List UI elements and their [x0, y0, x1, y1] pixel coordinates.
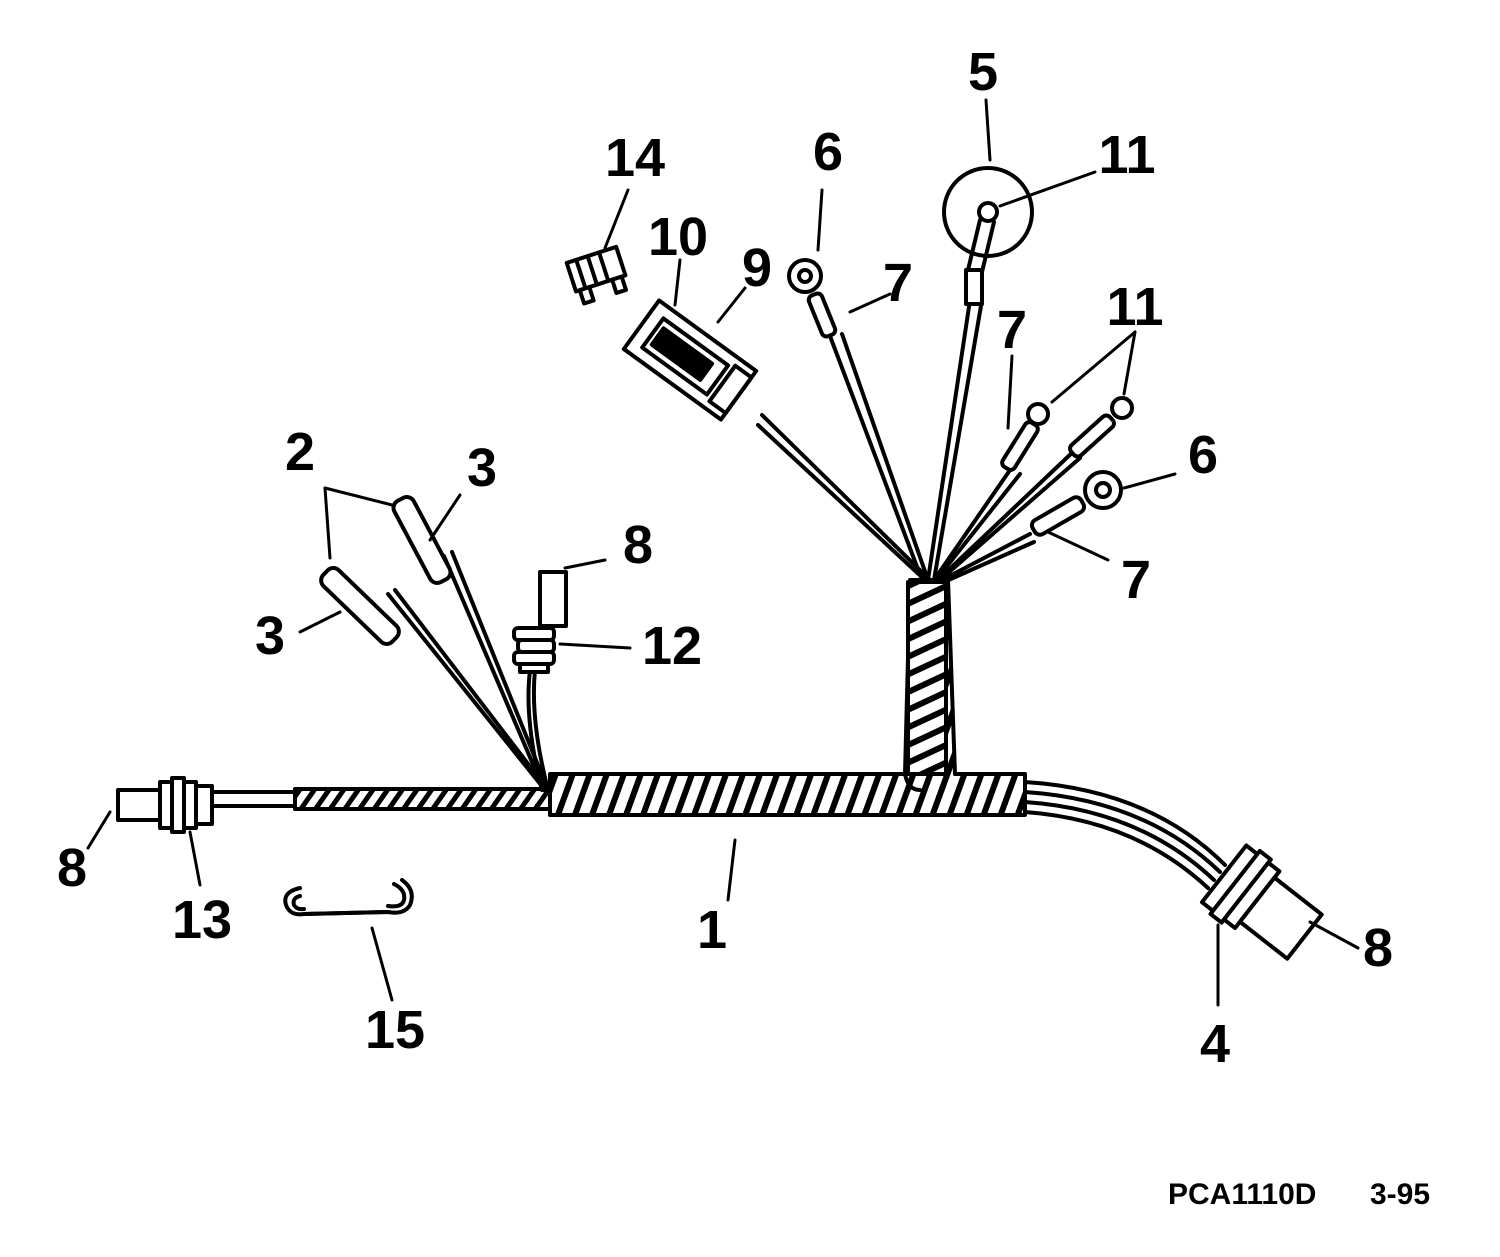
main-harness-trunk — [548, 578, 1027, 817]
terminal-sleeve-lower — [319, 566, 401, 646]
fuse-part — [564, 244, 628, 306]
center-connector — [512, 570, 568, 674]
vertical-branch — [906, 580, 948, 776]
right-end-connector — [1199, 843, 1324, 961]
callout-7-middle: 7 — [996, 300, 1028, 360]
grommet-part — [942, 166, 1034, 306]
revision-code: 3-95 — [1370, 1178, 1431, 1211]
callout-10: 10 — [647, 207, 709, 267]
terminal-right-a — [1000, 402, 1050, 472]
terminal-sleeve-upper — [391, 495, 453, 585]
upper-fan-wires — [756, 298, 1082, 584]
terminal-right-b — [1068, 396, 1134, 459]
ring-terminal-lower — [1029, 470, 1123, 537]
callout-12: 12 — [641, 616, 703, 676]
callout-3-lower: 3 — [254, 606, 286, 666]
right-cable — [1023, 780, 1227, 890]
callout-11-upper: 11 — [1098, 125, 1156, 185]
callout-15: 15 — [364, 1000, 426, 1060]
callout-7-lower: 7 — [1120, 550, 1152, 610]
callout-7-upper: 7 — [882, 253, 914, 313]
callout-3-upper: 3 — [466, 438, 498, 498]
clip-part — [283, 878, 414, 917]
callout-8-right: 8 — [1362, 918, 1394, 978]
callout-13: 13 — [171, 890, 233, 950]
callout-1: 1 — [696, 900, 728, 960]
left-fan-wires — [386, 550, 550, 792]
callout-6-upper: 6 — [812, 122, 844, 182]
callout-9: 9 — [741, 238, 773, 298]
left-wrapped-section — [210, 787, 552, 811]
left-end-connector — [116, 776, 214, 834]
callout-6-lower: 6 — [1187, 425, 1219, 485]
connector-housing — [621, 298, 759, 422]
callout-8-left: 8 — [56, 838, 88, 898]
callout-2: 2 — [284, 422, 316, 482]
callout-5: 5 — [967, 42, 999, 102]
callout-8-center: 8 — [622, 515, 654, 575]
leader-lines — [86, 98, 1360, 1007]
drawing-code: PCA1110D — [1168, 1178, 1317, 1211]
callout-4: 4 — [1199, 1014, 1231, 1074]
ring-terminal-upper — [787, 258, 838, 339]
callout-14: 14 — [604, 128, 666, 188]
callout-11-right: 11 — [1106, 277, 1164, 337]
